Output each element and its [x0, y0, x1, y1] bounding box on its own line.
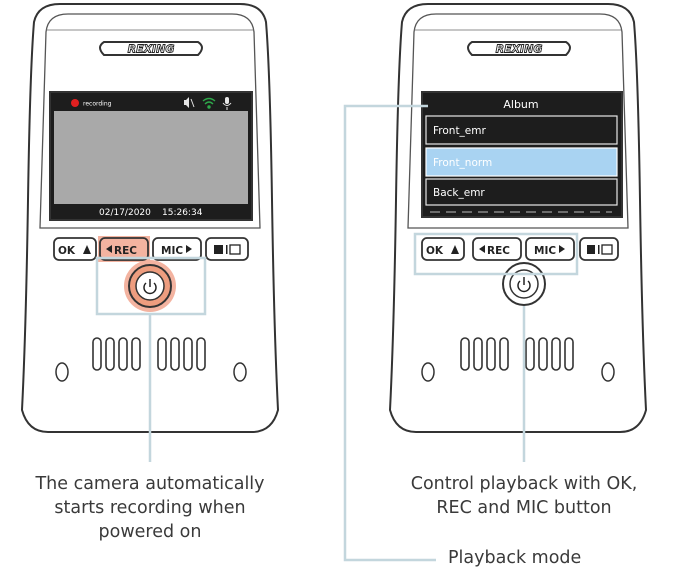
left-foot-hole	[421, 362, 435, 382]
right-foot-hole	[601, 362, 615, 382]
right-caption-line: REC and MIC button	[436, 498, 612, 518]
time-label: 15:26:34	[162, 208, 203, 218]
menu-icon	[214, 244, 241, 255]
menu-button[interactable]	[579, 237, 619, 261]
speaker-grille	[92, 337, 206, 371]
button-highlight-box	[413, 232, 579, 276]
wifi-icon	[202, 97, 216, 109]
left-caption-line: starts recording when	[54, 498, 246, 518]
ok-button-label: OK	[426, 245, 444, 257]
album-item-label: Back_emr	[433, 187, 485, 199]
up-arrow-icon	[451, 245, 459, 254]
menu-icon	[587, 244, 613, 255]
rec-dot-icon	[71, 99, 79, 107]
rec-button-label: REC	[487, 245, 510, 257]
mic-button[interactable]: MIC	[152, 237, 202, 261]
album-list-item[interactable]: Front_emr	[425, 115, 618, 145]
ok-button[interactable]: OK	[53, 237, 97, 261]
left-caption-line: The camera automatically	[35, 474, 265, 494]
speaker-icon	[184, 97, 195, 108]
left-caption: The camera automatically starts recordin…	[20, 472, 280, 544]
rec-button[interactable]: REC	[99, 237, 149, 261]
rec-button[interactable]: REC	[472, 237, 522, 261]
right-arrow-icon	[186, 245, 192, 253]
right-button-row: OK REC MIC	[421, 237, 619, 261]
left-caption-line: powered on	[98, 522, 202, 542]
menu-button[interactable]	[205, 237, 249, 261]
album-item-label: Front_emr	[433, 125, 486, 137]
album-title: Album	[503, 98, 538, 111]
mic-button-label: MIC	[161, 245, 183, 257]
left-arrow-icon	[479, 245, 485, 253]
brand-logo: REXING	[99, 41, 203, 56]
power-icon	[143, 279, 157, 295]
playback-mode-callout	[343, 104, 436, 562]
ok-button[interactable]: OK	[421, 237, 465, 261]
date-label: 02/17/2020	[99, 208, 151, 218]
left-arrow-icon	[106, 245, 112, 253]
mic-button[interactable]: MIC	[525, 237, 575, 261]
brand-logo: REXING	[467, 41, 571, 56]
playback-mode-label: Playback mode	[448, 548, 582, 568]
mic-button-label: MIC	[534, 245, 556, 257]
power-icon	[517, 277, 531, 293]
left-camera: REXING recording 02/17/2020 15:26:34 OK	[20, 3, 280, 462]
right-caption: Control playback with OK, REC and MIC bu…	[385, 472, 663, 520]
recording-status-text: recording	[83, 101, 112, 108]
power-button[interactable]	[128, 264, 172, 308]
up-arrow-icon	[83, 245, 91, 254]
mic-icon	[222, 97, 232, 110]
brand-label: REXING	[128, 43, 175, 56]
speaker-grille	[460, 337, 574, 371]
ok-button-label: OK	[58, 245, 76, 257]
right-camera: REXING Album Front_emr Front_norm Back_e…	[388, 3, 648, 462]
live-view	[54, 111, 248, 204]
right-arrow-icon	[559, 245, 565, 253]
power-button[interactable]	[502, 262, 546, 306]
rec-button-label: REC	[114, 245, 137, 257]
right-foot-hole	[233, 362, 247, 382]
right-caption-line: Control playback with OK,	[410, 474, 638, 494]
brand-label: REXING	[496, 43, 543, 56]
album-item-label: Front_norm	[433, 157, 492, 169]
album-list-item-selected[interactable]: Front_norm	[425, 147, 618, 177]
left-foot-hole	[55, 362, 69, 382]
album-list-item[interactable]: Back_emr	[425, 178, 618, 206]
